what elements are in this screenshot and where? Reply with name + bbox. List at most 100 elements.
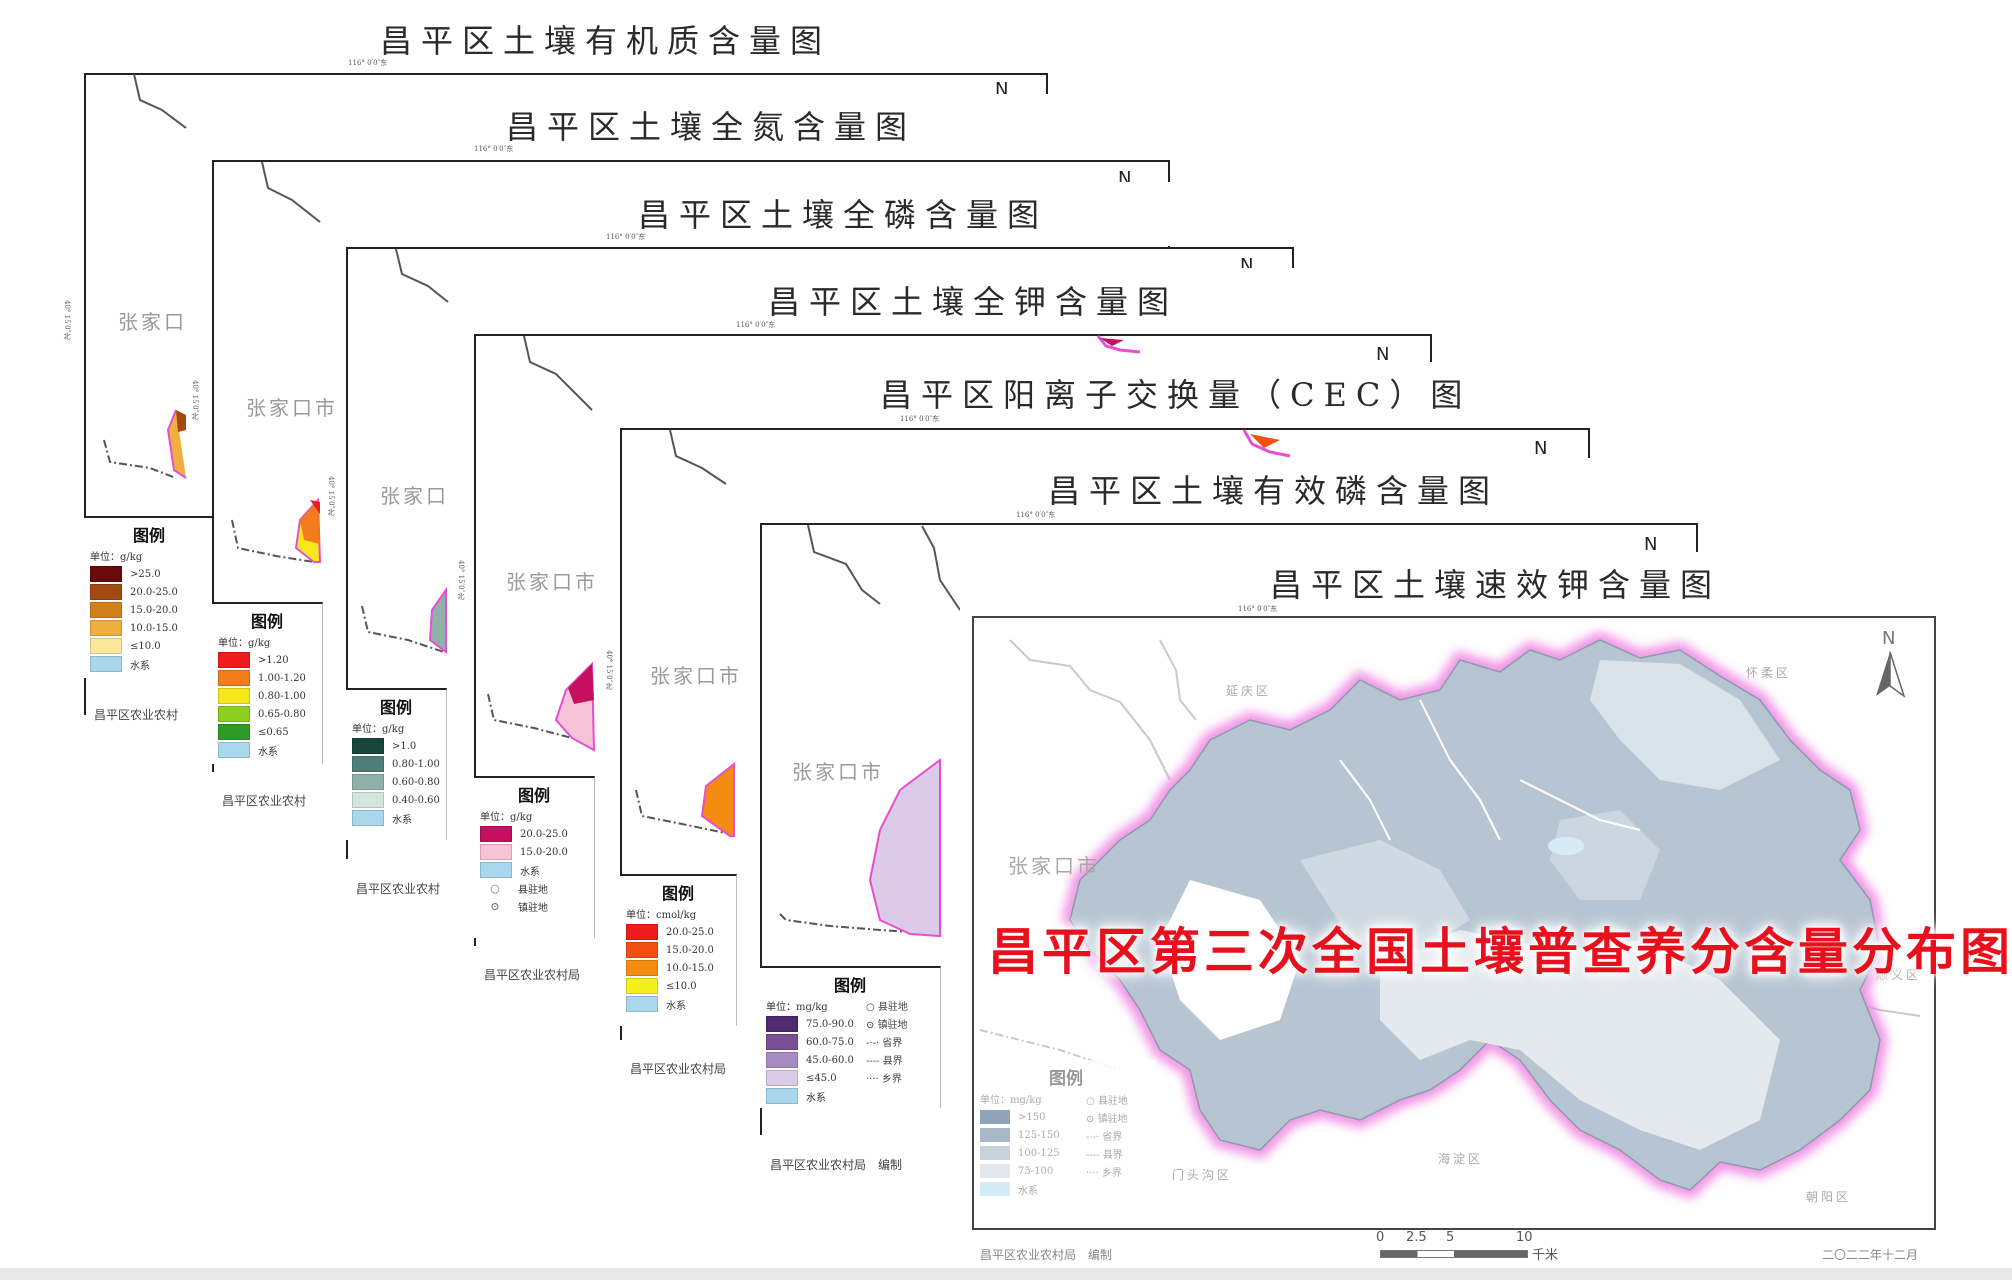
legend-row: ≤0.65: [218, 723, 322, 741]
scale-unit: 千米: [1532, 1248, 1559, 1263]
legend-row: ≤10.0: [626, 977, 736, 995]
scale-tick-label: 5: [1446, 1230, 1455, 1245]
sheet3-title: 昌平区土壤全磷含量图: [638, 196, 1049, 234]
sheet5-legend: 图例 单位：cmol/kg 20.0-25.0 15.0-20.0 10.0-1…: [620, 874, 737, 1026]
legend-row: 水系: [218, 741, 322, 759]
sheet3-legend: 图例 单位：g/kg >1.0 0.80-1.00 0.60-0.80 0.40…: [346, 688, 447, 840]
county-border-icon: ----: [866, 1056, 883, 1067]
legend-row: 45.0-60.0: [766, 1051, 940, 1069]
front-north-label: N: [1882, 628, 1896, 649]
legend-swatch: [90, 584, 122, 600]
sheet6-legend: 图例 单位：mg/kg 75.0-90.0 60.0-75.0 45.0-60.…: [760, 966, 941, 1108]
legend-row: >25.0: [90, 565, 214, 583]
legend-swatch: [980, 1164, 1010, 1178]
legend-row: 0.80-1.00: [218, 687, 322, 705]
legend-swatch: [766, 1034, 798, 1050]
legend-swatch: [480, 844, 512, 860]
legend-label: 水系: [806, 1092, 826, 1104]
scale-bar: [1380, 1250, 1528, 1258]
county-seat-icon: ○: [1086, 1096, 1098, 1107]
legend-label: 10.0-15.0: [666, 962, 714, 974]
sheet4-coord-top: 116° 0′0″东: [736, 321, 776, 329]
legend-swatch: [766, 1016, 798, 1032]
front-label-haidian: 海淀区: [1438, 1152, 1484, 1166]
sheet1-legend: 图例 单位：g/kg >25.0 20.0-25.0 15.0-20.0 10.…: [84, 516, 215, 678]
legend-row: 水系: [352, 809, 446, 827]
township-border-icon: ····: [866, 1074, 882, 1085]
legend-row: 15.0-20.0: [480, 843, 594, 861]
sheet2-title: 昌平区土壤全氮含量图: [506, 108, 917, 146]
sheet5-credit: 昌平区农业农村局: [630, 1062, 727, 1076]
legend-symbol-county-seat: ○ 县驻地: [1086, 1092, 1128, 1107]
legend-label: 1.00-1.20: [258, 672, 306, 684]
legend-symbol-county-border: ---- 县界: [1086, 1146, 1123, 1161]
legend-label: 15.0-20.0: [130, 604, 178, 616]
sheet3-city-label: 张家口: [380, 484, 449, 508]
legend-row: >1.0: [352, 737, 446, 755]
legend-label: 县界: [1102, 1150, 1123, 1161]
legend-swatch: [626, 978, 658, 994]
legend-heading: 图例: [379, 698, 412, 717]
sheet6-north-label: N: [1644, 534, 1658, 555]
legend-label: >150: [1018, 1111, 1046, 1123]
legend-label: 0.40-0.60: [392, 794, 440, 806]
legend-symbol-province-border: -·-· 省界: [1086, 1128, 1122, 1143]
sheet2-city-label: 张家口市: [246, 396, 338, 420]
legend-label: 水系: [1018, 1185, 1038, 1197]
legend-swatch: [766, 1070, 798, 1086]
legend-row: 水系: [480, 861, 594, 879]
legend-row: 75.0-90.0: [766, 1015, 940, 1033]
sheet2-credit: 昌平区农业农村: [222, 794, 307, 808]
legend-symbol-county-border: ---- 县界: [866, 1052, 903, 1067]
legend-label: 125-150: [1018, 1129, 1060, 1141]
sheet5-title: 昌平区阳离子交换量（CEC）图: [880, 376, 1472, 414]
sheet2-coord-side: 40° 15′0″北: [191, 380, 199, 420]
legend-label: 水系: [130, 660, 150, 672]
province-border-icon: -·-·: [866, 1038, 883, 1049]
township-border-icon: ····: [1086, 1168, 1102, 1179]
sheet6-credit: 昌平区农业农村局 编制: [770, 1158, 903, 1172]
legend-row: 0.65-0.80: [218, 705, 322, 723]
legend-symbol-township-border: ···· 乡界: [866, 1070, 902, 1085]
legend-unit: 单位：g/kg: [352, 724, 405, 735]
legend-label: 20.0-25.0: [666, 926, 714, 938]
legend-swatch: [90, 638, 122, 654]
legend-label: 县驻地: [518, 884, 548, 896]
legend-swatch: [480, 862, 512, 878]
legend-swatch: [352, 792, 384, 808]
legend-label: 0.65-0.80: [258, 708, 306, 720]
front-date: 二〇二二年十二月: [1822, 1248, 1919, 1262]
sheet5-north-label: N: [1534, 438, 1548, 459]
legend-unit: 单位：g/kg: [480, 812, 533, 823]
legend-swatch: [352, 756, 384, 772]
legend-label: 10.0-15.0: [130, 622, 178, 634]
legend-row: 10.0-15.0: [626, 959, 736, 977]
legend-row: ≤10.0: [90, 637, 214, 655]
sheet3-coord-side: 40° 15′0″北: [327, 476, 335, 516]
legend-unit: 单位：cmol/kg: [626, 910, 697, 921]
scale-tick-label: 0: [1376, 1230, 1385, 1245]
sheet4-coord-side: 40° 15′0″北: [457, 560, 465, 600]
legend-swatch: [980, 1146, 1010, 1160]
sheet3-coord-top: 116° 0′0″东: [606, 233, 646, 241]
legend-heading: 图例: [833, 976, 866, 995]
legend-row: 100-125: [980, 1144, 1156, 1162]
legend-symbol-province-border: -·-· 省界: [866, 1034, 902, 1049]
legend-unit: 单位：g/kg: [218, 638, 271, 649]
legend-label: ≤10.0: [666, 980, 697, 992]
sheet2-coord-top: 116° 0′0″东: [474, 145, 514, 153]
legend-row: 水系: [626, 995, 736, 1013]
county-border-icon: ----: [1086, 1150, 1103, 1161]
legend-symbol-township-border: ···· 乡界: [1086, 1164, 1122, 1179]
legend-label: 45.0-60.0: [806, 1054, 854, 1066]
legend-row: 1.00-1.20: [218, 669, 322, 687]
sheet1-coord-side: 40° 15′0″北: [63, 300, 71, 340]
sheet3-header-bg: [346, 182, 1296, 246]
legend-swatch: [90, 566, 122, 582]
legend-label: 水系: [666, 1000, 686, 1012]
county-seat-icon: ○: [866, 1002, 878, 1013]
legend-row: 0.80-1.00: [352, 755, 446, 773]
legend-heading: 图例: [132, 526, 165, 545]
legend-label: 60.0-75.0: [806, 1036, 854, 1048]
legend-label: 乡界: [1101, 1168, 1122, 1179]
